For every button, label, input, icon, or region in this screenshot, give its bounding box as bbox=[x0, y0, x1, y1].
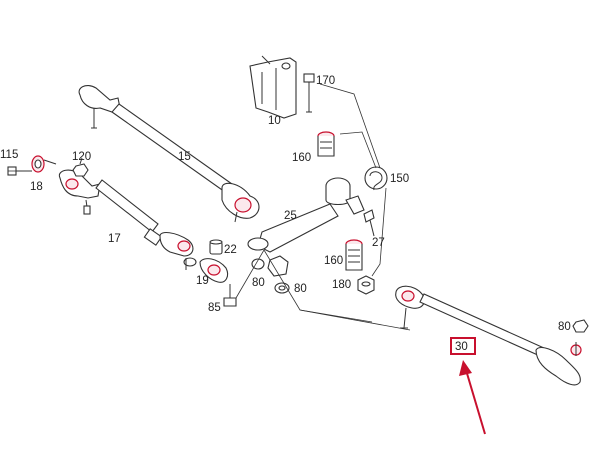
label-10: 10 bbox=[268, 115, 281, 127]
part-15-drag-link[interactable] bbox=[78, 85, 260, 223]
part-19-ball-joint[interactable] bbox=[199, 258, 229, 283]
highlight-box-30 bbox=[450, 337, 476, 355]
leader-lines bbox=[8, 83, 411, 331]
part-80-nut-right[interactable] bbox=[572, 319, 589, 333]
label-150: 150 bbox=[390, 173, 409, 185]
label-19: 19 bbox=[196, 275, 209, 287]
label-22: 22 bbox=[224, 244, 237, 256]
label-85: 85 bbox=[208, 302, 221, 314]
part-160-bushing-upper[interactable] bbox=[317, 131, 335, 157]
label-15: 15 bbox=[178, 151, 191, 163]
part-80-nut-a[interactable] bbox=[267, 255, 289, 277]
label-27: 27 bbox=[372, 237, 385, 249]
label-120: 120 bbox=[72, 151, 91, 163]
part-170-bolt[interactable] bbox=[303, 73, 315, 113]
part-160-bushing-lower[interactable] bbox=[345, 239, 363, 271]
part-25-idler-arm[interactable] bbox=[247, 177, 365, 253]
part-22-bushing[interactable] bbox=[209, 239, 223, 255]
label-160-upper: 160 bbox=[292, 152, 311, 164]
part-30-tie-rod[interactable] bbox=[395, 285, 582, 386]
label-80-c: 80 bbox=[558, 321, 571, 333]
highlight-arrow bbox=[459, 360, 486, 435]
label-25: 25 bbox=[284, 210, 297, 222]
part-labels: 10 170 160 150 15 115 120 18 17 25 27 22… bbox=[0, 75, 571, 355]
part-180-nut[interactable] bbox=[357, 275, 375, 295]
part-27-bolt[interactable] bbox=[363, 209, 375, 237]
part-85-bolt[interactable] bbox=[223, 284, 237, 307]
part-17-tie-rod[interactable] bbox=[58, 169, 197, 270]
part-150-clip[interactable] bbox=[364, 166, 388, 191]
label-80-a: 80 bbox=[252, 277, 265, 289]
part-120-nut[interactable] bbox=[72, 157, 89, 177]
label-30: 30 bbox=[455, 341, 468, 353]
label-115: 115 bbox=[0, 149, 18, 161]
part-18-clamp[interactable] bbox=[31, 155, 57, 173]
label-17: 17 bbox=[108, 233, 121, 245]
label-170: 170 bbox=[316, 75, 335, 87]
part-80-nut-b[interactable] bbox=[251, 258, 265, 270]
label-160-lower: 160 bbox=[324, 255, 343, 267]
label-180: 180 bbox=[332, 279, 351, 291]
label-18: 18 bbox=[30, 181, 43, 193]
label-80-b: 80 bbox=[294, 283, 307, 295]
part-10-bracket[interactable] bbox=[249, 55, 297, 119]
